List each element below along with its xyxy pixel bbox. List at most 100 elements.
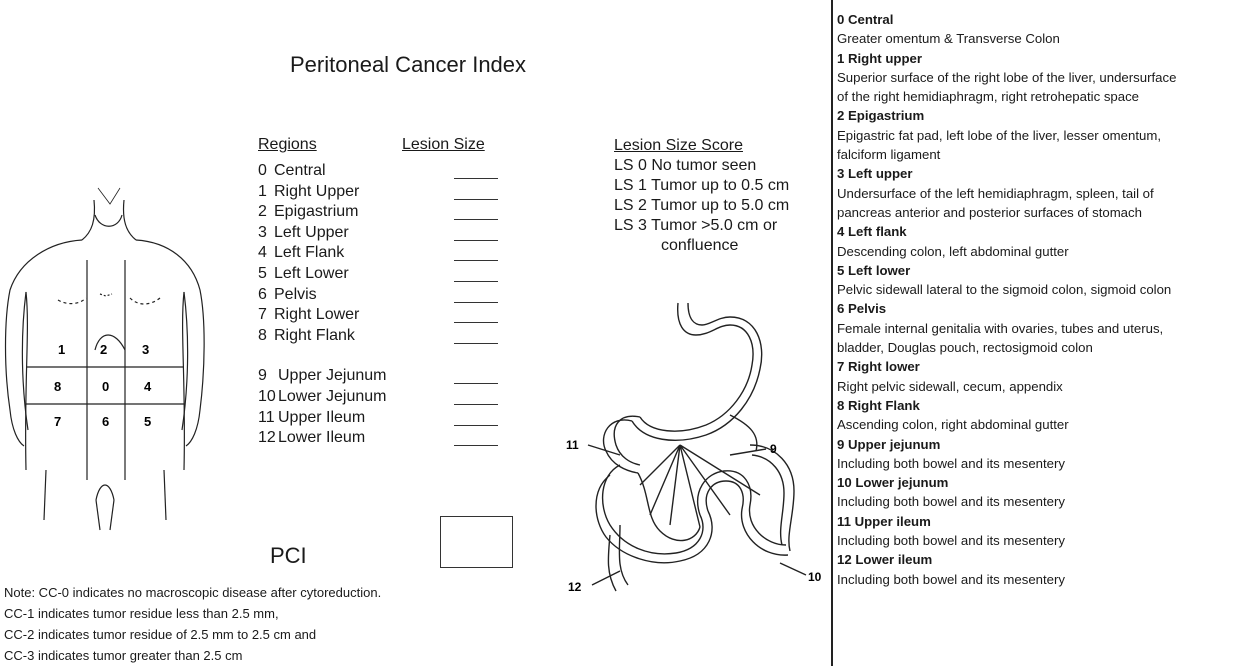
lesion-size-blank[interactable] [454,383,498,384]
description-title: 5 Left lower [837,261,1255,280]
region-number: 0 [258,161,274,181]
region-name: Central [274,162,326,179]
region-label-5: 5 [144,414,151,429]
description-text: Epigastric fat pad, left lobe of the liv… [837,126,1255,145]
lesion-size-blank[interactable] [454,260,498,261]
pci-label: PCI [270,543,307,569]
description-title: 1 Right upper [837,49,1255,68]
region-name: Lower Jejunum [278,388,387,405]
description-title: 10 Lower jejunum [837,473,1255,492]
region-number: 1 [258,182,274,202]
description-title: 9 Upper jejunum [837,435,1255,454]
lesion-size-blank[interactable] [454,178,498,179]
description-title: 6 Pelvis [837,299,1255,318]
description-title: 2 Epigastrium [837,106,1255,125]
description-title: 8 Right Flank [837,396,1255,415]
lesion-size-blank[interactable] [454,425,498,426]
page-title: Peritoneal Cancer Index [290,52,526,78]
ls-item: LS 3 Tumor >5.0 cm or [614,216,789,236]
description-text: Superior surface of the right lobe of th… [837,68,1255,87]
description-text: Greater omentum & Transverse Colon [837,29,1255,48]
region-number: 12 [258,428,278,448]
region-label-7: 7 [54,414,61,429]
ls-item: LS 0 No tumor seen [614,156,789,176]
lesion-size-blank[interactable] [454,219,498,220]
region-label-2: 2 [100,342,107,357]
region-name: Lower Ileum [278,429,365,446]
lesion-size-blank[interactable] [454,240,498,241]
region-number: 10 [258,387,278,407]
region-name: Epigastrium [274,203,358,220]
description-text: Undersurface of the left hemidiaphragm, … [837,184,1255,203]
note-line: CC-1 indicates tumor residue less than 2… [4,603,381,624]
region-label-8: 8 [54,379,61,394]
bowel-label-11: 11 [566,438,579,452]
description-text: Descending colon, left abdominal gutter [837,242,1255,261]
lesion-size-blank[interactable] [454,281,498,282]
region-label-4: 4 [144,379,152,394]
lesion-size-blank[interactable] [454,302,498,303]
region-number: 3 [258,223,274,243]
regions-header: Regions [258,136,317,154]
lesion-size-blank[interactable] [454,445,498,446]
description-text: Right pelvic sidewall, cecum, appendix [837,377,1255,396]
note-line: CC-3 indicates tumor greater than 2.5 cm [4,645,381,666]
lesion-size-blank[interactable] [454,343,498,344]
region-number: 5 [258,264,274,284]
small-bowel-diagram: 9 11 10 12 [580,295,830,595]
description-text: falciform ligament [837,145,1255,164]
note-line: Note: CC-0 indicates no macroscopic dise… [4,582,381,603]
region-number: 4 [258,243,274,263]
region-number: 8 [258,326,274,346]
description-text: Including both bowel and its mesentery [837,531,1255,550]
note-line: CC-2 indicates tumor residue of 2.5 mm t… [4,624,381,645]
description-text: bladder, Douglas pouch, rectosigmoid col… [837,338,1255,357]
bowel-label-12: 12 [568,580,582,594]
region-label-1: 1 [58,342,65,357]
region-number: 2 [258,202,274,222]
ls-item: LS 2 Tumor up to 5.0 cm [614,196,789,216]
region-name: Right Flank [274,327,355,344]
body-region-diagram: 1 2 3 8 0 4 7 6 5 [0,180,210,540]
description-title: 7 Right lower [837,357,1255,376]
description-text: Including both bowel and its mesentery [837,570,1255,589]
description-title: 11 Upper ileum [837,512,1255,531]
description-title: 0 Central [837,10,1255,29]
description-text: pancreas anterior and posterior surfaces… [837,203,1255,222]
description-title: 4 Left flank [837,222,1255,241]
region-label-3: 3 [142,342,149,357]
description-text: Female internal genitalia with ovaries, … [837,319,1255,338]
description-text: Pelvic sidewall lateral to the sigmoid c… [837,280,1255,299]
description-text: of the right hemidiaphragm, right retroh… [837,87,1255,106]
region-number: 11 [258,408,278,428]
region-number: 9 [258,366,278,386]
region-number: 6 [258,285,274,305]
lesion-size-blank[interactable] [454,199,498,200]
region-name: Left Flank [274,244,344,261]
ls-item-continuation: confluence [614,236,789,256]
lesion-size-blank[interactable] [454,322,498,323]
lesion-size-blank[interactable] [454,404,498,405]
description-text: Including both bowel and its mesentery [837,492,1255,511]
description-title: 3 Left upper [837,164,1255,183]
ls-item: LS 1 Tumor up to 0.5 cm [614,176,789,196]
pci-total-box[interactable] [440,516,513,568]
description-title: 12 Lower ileum [837,550,1255,569]
cc-score-notes: Note: CC-0 indicates no macroscopic dise… [4,582,381,666]
description-text: Including both bowel and its mesentery [837,454,1255,473]
region-name: Pelvis [274,286,317,303]
